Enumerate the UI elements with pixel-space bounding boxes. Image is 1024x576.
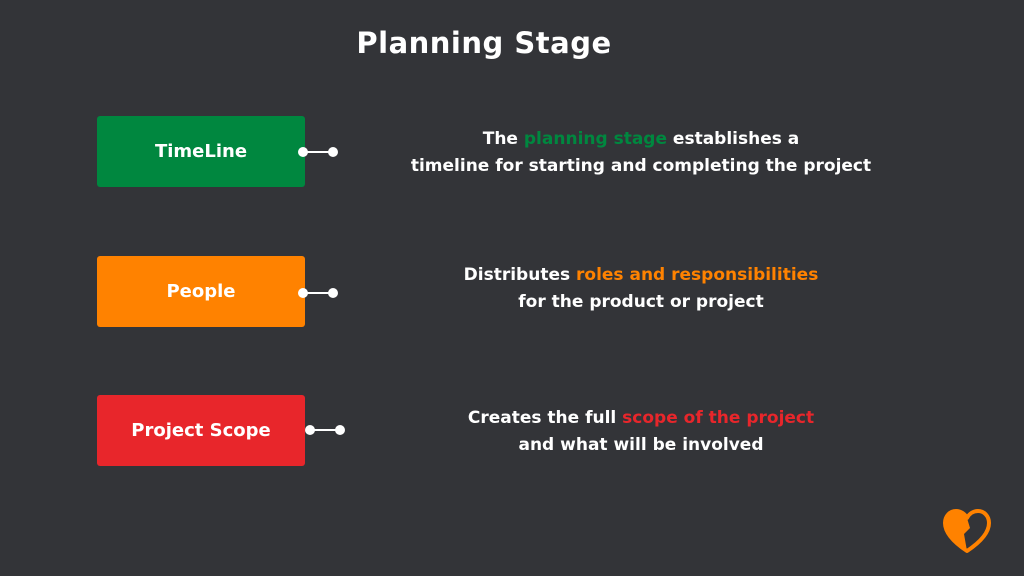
heart-logo-icon — [943, 509, 991, 553]
people-box: People — [97, 256, 305, 327]
project-scope-box-label: Project Scope — [131, 420, 271, 441]
timeline-box: TimeLine — [97, 116, 305, 187]
people-description: Distributes roles and responsibilities f… — [400, 262, 882, 316]
people-highlight: roles and responsibilities — [576, 265, 819, 285]
project-scope-box: Project Scope — [97, 395, 305, 466]
timeline-description: The planning stage establishes a timelin… — [400, 126, 882, 180]
project-scope-description-line1: Creates the full scope of the project — [467, 408, 815, 428]
people-connector — [298, 287, 340, 299]
timeline-connector — [298, 146, 340, 158]
project-scope-connector — [305, 424, 347, 436]
project-scope-highlight: scope of the project — [622, 408, 815, 428]
timeline-highlight: planning stage — [523, 129, 667, 149]
people-box-label: People — [166, 281, 236, 302]
timeline-description-line1: The planning stage establishes a — [482, 129, 800, 149]
timeline-box-label: TimeLine — [154, 141, 248, 162]
people-description-line1: Distributes roles and responsibilities — [463, 265, 819, 285]
project-scope-description-line2: and what will be involved — [518, 435, 764, 455]
project-scope-description: Creates the full scope of the project an… — [400, 405, 882, 459]
people-description-line2: for the product or project — [518, 292, 764, 312]
page-title: Planning Stage — [356, 26, 612, 60]
timeline-description-line2: timeline for starting and completing the… — [410, 156, 872, 176]
